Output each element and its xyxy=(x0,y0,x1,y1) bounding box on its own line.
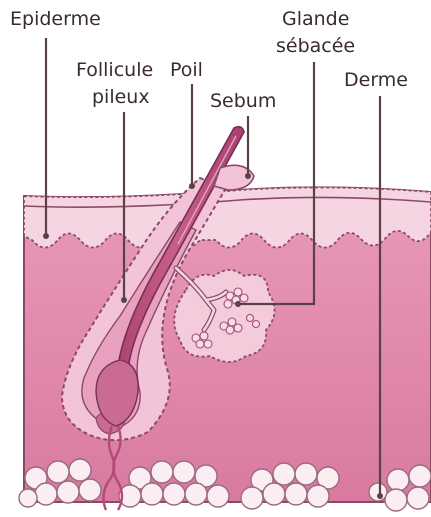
label-sebum: Sebum xyxy=(210,90,276,112)
label-derme: Derme xyxy=(344,69,408,91)
label-epiderme: Epiderme xyxy=(10,8,101,30)
leader-dot-derme xyxy=(377,493,383,499)
labels: Epiderme Follicule pileux Poil Sebum Gla… xyxy=(10,8,408,112)
epidermis-layer xyxy=(24,187,431,247)
leader-dot-follicule xyxy=(121,297,127,303)
sebaceous-gland xyxy=(174,268,274,362)
label-glande-line1: Glande xyxy=(282,8,349,30)
label-follicule-line1: Follicule xyxy=(76,59,153,81)
leader-dot-poil xyxy=(189,183,195,189)
label-follicule-line2: pileux xyxy=(92,86,150,108)
leader-dot-sebum xyxy=(245,173,251,179)
label-glande-line2: sébacée xyxy=(276,35,355,57)
leader-dot-glande xyxy=(235,301,241,307)
leader-dot-epiderme xyxy=(43,233,49,239)
label-poil: Poil xyxy=(170,59,203,81)
